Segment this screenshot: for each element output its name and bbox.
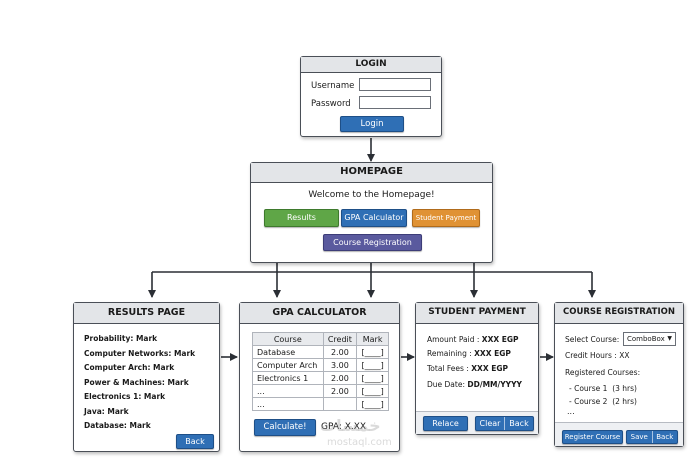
results-back-button[interactable]: Back (176, 434, 214, 449)
select-course-label: Select Course: (565, 335, 620, 344)
password-label: Password (311, 99, 351, 109)
total-fees-row: Total Fees : XXX EGP (427, 364, 508, 373)
watermark-url: mostaql.com (327, 437, 392, 448)
credit-hours-row: Credit Hours : XX (565, 351, 630, 360)
column-header-course: Course (252, 332, 324, 346)
total-fees-label: Total Fees : (427, 364, 469, 373)
credit-cell: 2.00 (322, 371, 358, 385)
registration-panel: COURSE REGISTRATION Select Course: Combo… (554, 302, 684, 447)
gpa-calculator-button[interactable]: GPA Calculator (341, 209, 407, 227)
registered-course-more: ... (567, 407, 575, 416)
homepage-title: HOMEPAGE (251, 163, 492, 183)
login-title: LOGIN (301, 57, 441, 73)
gpa-table-header: Course Credit Mark (252, 332, 389, 346)
due-date-label: Due Date: (427, 380, 465, 389)
table-row: Electronics 1 2.00 [____] (252, 371, 389, 385)
mark-input[interactable]: [____] (356, 345, 389, 359)
registration-back-button[interactable]: Back (656, 433, 674, 441)
credit-cell: 2.00 (322, 345, 358, 359)
registered-course-item: - Course 2 (2 hrs) (569, 397, 637, 406)
save-button[interactable]: Save (627, 431, 653, 443)
due-date-row: Due Date: DD/MM/YYYY (427, 380, 522, 389)
password-input[interactable] (359, 96, 431, 109)
result-item: Power & Machines: Mark (84, 377, 189, 387)
course-cell: Database (252, 345, 324, 359)
course-cell: Computer Arch (252, 358, 324, 372)
watermark-logo: خمسات (320, 416, 381, 435)
mark-input[interactable]: [____] (356, 384, 389, 398)
payment-title: STUDENT PAYMENT (416, 303, 538, 324)
combobox-value: ComboBox (627, 335, 665, 343)
gpa-table: Course Credit Mark Database 2.00 [____] … (252, 332, 389, 411)
due-date-value: DD/MM/YYYY (467, 380, 522, 389)
homepage-panel: HOMEPAGE Welcome to the Homepage! Result… (250, 162, 493, 263)
column-header-credit: Credit (322, 332, 358, 346)
course-cell: Electronics 1 (252, 371, 324, 385)
username-input[interactable] (359, 78, 431, 91)
clear-back-group: Clear Back (475, 416, 534, 431)
credit-cell: 3.00 (322, 358, 358, 372)
student-payment-button[interactable]: Student Payment (412, 209, 480, 227)
clear-button[interactable]: Clear (476, 417, 505, 430)
save-back-group: Save Back (626, 430, 678, 444)
remaining-label: Remaining : (427, 349, 472, 358)
amount-paid-value: XXX EGP (481, 335, 519, 344)
total-fees-value: XXX EGP (471, 364, 508, 373)
payment-panel: STUDENT PAYMENT Amount Paid : XXX EGP Re… (415, 302, 539, 435)
registration-title: COURSE REGISTRATION (555, 303, 683, 324)
result-item: Electronics 1: Mark (84, 392, 166, 401)
table-row: Computer Arch 3.00 [____] (252, 358, 389, 372)
course-cell: ... (252, 397, 324, 411)
login-button[interactable]: Login (340, 116, 404, 132)
credit-cell: 2.00 (322, 384, 358, 398)
remaining-value: XXX EGP (474, 349, 511, 358)
gpa-result: GPA: X.XX (321, 422, 367, 432)
results-list: Probability: Mark Computer Networks: Mar… (84, 332, 195, 434)
course-registration-button[interactable]: Course Registration (323, 234, 422, 251)
column-header-mark: Mark (356, 332, 389, 346)
results-title: RESULTS PAGE (74, 303, 219, 324)
username-label: Username (311, 81, 355, 91)
register-course-button[interactable]: Register Course (562, 430, 623, 444)
credit-hours-value: XX (619, 351, 630, 360)
result-item: Computer Arch: Mark (84, 363, 175, 372)
homepage-welcome: Welcome to the Homepage! (308, 190, 435, 200)
mark-input[interactable]: [____] (356, 397, 389, 411)
course-cell: ... (252, 384, 324, 398)
result-item: Database: Mark (84, 421, 151, 430)
credit-cell (322, 397, 358, 411)
calculate-button[interactable]: Calculate! (254, 419, 316, 436)
gpa-title: GPA CALCULATOR (240, 303, 399, 324)
result-item: Probability: Mark (84, 334, 158, 343)
payment-back-button[interactable]: Back (509, 419, 529, 428)
result-item: Computer Networks: Mark (84, 348, 196, 358)
amount-paid-row: Amount Paid : XXX EGP (427, 335, 519, 344)
course-combobox[interactable]: ComboBox ▼ (623, 332, 676, 346)
credit-hours-label: Credit Hours : (565, 351, 617, 360)
gpa-panel: GPA CALCULATOR Course Credit Mark Databa… (239, 302, 400, 452)
remaining-row: Remaining : XXX EGP (427, 349, 511, 358)
amount-paid-label: Amount Paid : (427, 335, 480, 344)
results-button[interactable]: Results (264, 209, 339, 227)
mark-input[interactable]: [____] (356, 371, 389, 385)
watermark-main: خمسات (320, 416, 381, 435)
mark-input[interactable]: [____] (356, 358, 389, 372)
table-row: Database 2.00 [____] (252, 345, 389, 359)
registered-course-item: - Course 1 (3 hrs) (569, 384, 637, 393)
registered-courses-label: Registered Courses: (565, 368, 641, 377)
table-row: ... 2.00 [____] (252, 384, 389, 398)
result-item: Java: Mark (84, 406, 129, 416)
login-panel: LOGIN Username Password Login (300, 56, 442, 137)
replace-button[interactable]: Relace (423, 416, 468, 431)
table-row: ... [____] (252, 397, 389, 411)
results-panel: RESULTS PAGE Probability: Mark Computer … (73, 302, 220, 452)
chevron-down-icon: ▼ (667, 335, 672, 342)
